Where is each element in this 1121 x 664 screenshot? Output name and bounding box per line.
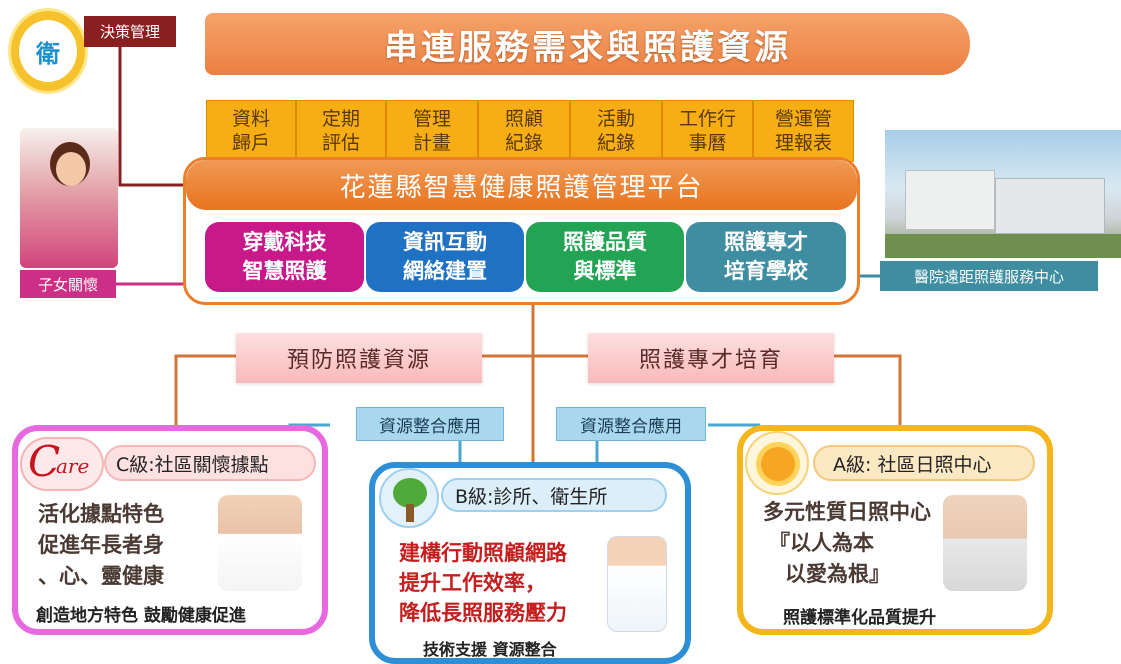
integration-tag-left: 資源整合應用 xyxy=(356,407,504,441)
decision-management-tag: 決策管理 xyxy=(84,16,176,47)
function-box-6: 工作行事曆 xyxy=(662,100,753,162)
talent-training-band: 照護專才培育 xyxy=(588,333,834,383)
doctor-illustration xyxy=(607,536,667,632)
prevention-resources-band: 預防照護資源 xyxy=(236,333,482,383)
pillar-care-quality: 照護品質與標準 xyxy=(526,222,684,292)
b-level-footer: 技術支援 資源整合 xyxy=(423,640,557,659)
remote-care-center-tag: 醫院遠距照護服務中心 xyxy=(880,261,1098,291)
a-level-label: A級: 社區日照中心 xyxy=(813,445,1035,481)
b-level-panel: B級:診所、衛生所 建構行動照顧網路提升工作效率，降低長照服務壓力 技術支援 資… xyxy=(369,462,691,664)
elderly-man-photo xyxy=(218,495,302,591)
sun-icon xyxy=(745,431,809,495)
page-title: 串連服務需求與照護資源 xyxy=(205,13,970,75)
caregiver-photo xyxy=(20,128,118,268)
a-level-footer: 照護標準化品質提升 xyxy=(783,608,936,628)
function-box-4: 照顧紀錄 xyxy=(478,100,570,162)
b-level-description: 建構行動照顧網路提升工作效率，降低長照服務壓力 xyxy=(399,541,567,625)
c-level-label: C級:社區關懷據點 xyxy=(104,445,316,481)
pillar-talent-school: 照護專才培育學校 xyxy=(686,222,846,292)
platform-title: 花蓮縣智慧健康照護管理平台 xyxy=(186,160,857,210)
pillar-wearable-tech: 穿戴科技智慧照護 xyxy=(205,222,364,292)
elderly-woman-photo xyxy=(943,495,1027,591)
function-box-7: 營運管理報表 xyxy=(753,100,854,162)
function-box-5: 活動紀錄 xyxy=(570,100,662,162)
function-box-3: 管理計畫 xyxy=(386,100,478,162)
a-level-description: 多元性質日照中心 『以人為本 以愛為根』 xyxy=(763,500,931,586)
function-box-2: 定期評估 xyxy=(296,100,386,162)
function-box-1: 資料歸戶 xyxy=(206,100,296,162)
logo-emblem-icon: 衛 xyxy=(19,20,77,82)
a-level-panel: A級: 社區日照中心 多元性質日照中心 『以人為本 以愛為根』 照護標準化品質提… xyxy=(737,425,1053,635)
care-logo: C are xyxy=(20,437,104,491)
pillar-info-network: 資訊互動網絡建置 xyxy=(366,222,524,292)
c-level-footer: 創造地方特色 鼓勵健康促進 xyxy=(36,606,246,626)
hospital-photo xyxy=(885,130,1121,258)
integration-tag-right: 資源整合應用 xyxy=(556,407,706,441)
family-care-tag: 子女關懷 xyxy=(20,270,116,298)
c-level-description: 活化據點特色促進年長者身、心、靈健康 xyxy=(38,502,164,588)
c-level-panel: C are C級:社區關懷據點 活化據點特色促進年長者身、心、靈健康 創造地方特… xyxy=(12,425,328,635)
ministry-logo: 衛 xyxy=(8,8,88,94)
b-level-label: B級:診所、衛生所 xyxy=(441,478,667,512)
tree-icon xyxy=(379,468,439,528)
